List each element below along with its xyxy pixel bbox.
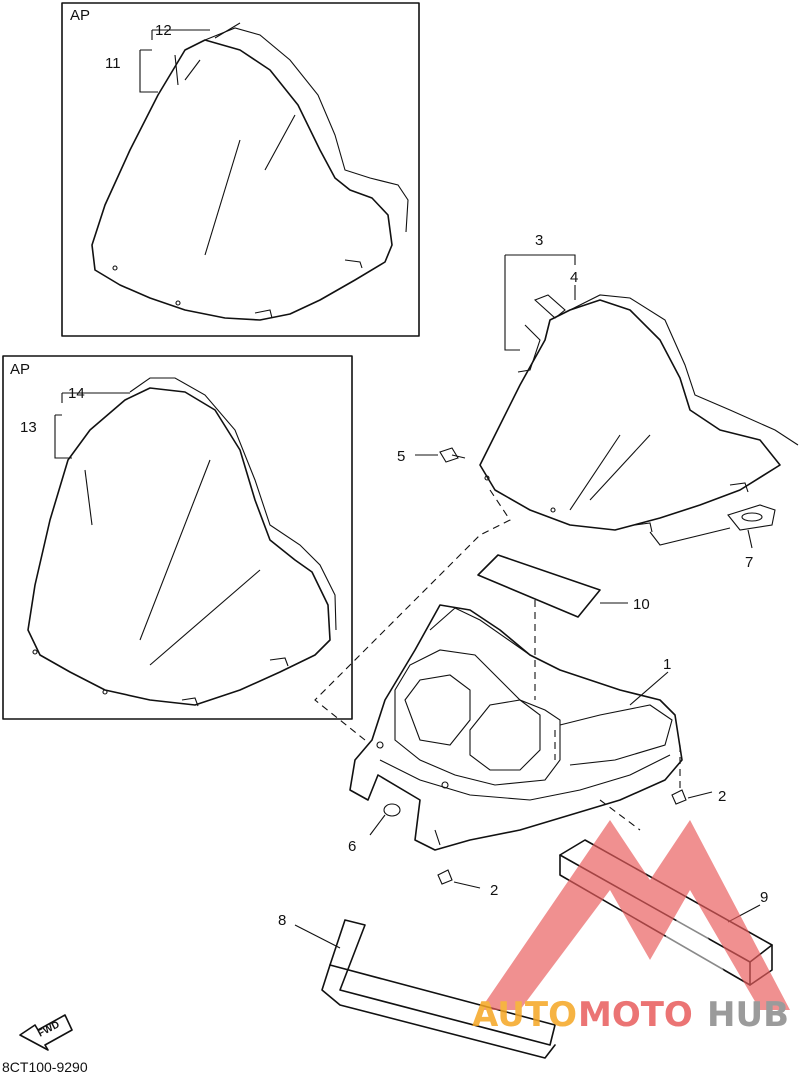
clip-7: 7 — [727, 504, 776, 571]
bolt-5: 5 — [397, 447, 466, 465]
watermark-part-auto: AUTO — [472, 995, 577, 1035]
fwd-arrow-icon: FWD — [19, 1014, 73, 1051]
callout-7: 7 — [745, 554, 753, 571]
windscreen-main-3: 3 4 — [479, 232, 799, 546]
watermark-part-moto: MOTO — [578, 995, 693, 1035]
ap-label-top: AP — [70, 7, 90, 24]
cowling-1: 1 — [349, 604, 683, 851]
callout-5: 5 — [397, 448, 405, 465]
automotohub-watermark: AUTO MOTO HUB — [472, 820, 790, 1035]
callout-2-right: 2 — [718, 788, 726, 805]
callout-11: 11 — [105, 55, 121, 72]
callout-2-bottom: 2 — [490, 882, 498, 899]
callout-12: 12 — [155, 22, 172, 39]
ap-panel-top: AP 12 11 — [61, 2, 420, 337]
callout-6: 6 — [348, 838, 356, 855]
windscreen-tall-11 — [91, 39, 393, 321]
callout-3: 3 — [535, 232, 543, 249]
windscreen-short-13 — [27, 387, 331, 706]
pad-10: 10 — [477, 554, 650, 618]
diagram-code: 8CT100-9290 — [2, 1059, 88, 1075]
seal-strip-8: 8 — [278, 912, 556, 1059]
callout-4: 4 — [570, 269, 578, 286]
callout-1: 1 — [663, 656, 671, 673]
ap-label-left: AP — [10, 361, 30, 378]
callout-8: 8 — [278, 912, 286, 929]
screw-2-bottom: 2 — [437, 869, 498, 899]
callout-14: 14 — [68, 385, 85, 402]
watermark-part-hub: HUB — [707, 995, 789, 1035]
grommet-6: 6 — [348, 803, 401, 855]
callout-10: 10 — [633, 596, 650, 613]
screw-2-right: 2 — [671, 788, 726, 805]
fwd-label: FWD — [36, 1019, 61, 1039]
ap-panel-left: AP 14 13 — [2, 355, 353, 720]
callout-13: 13 — [20, 419, 37, 436]
callout-9: 9 — [760, 889, 768, 906]
